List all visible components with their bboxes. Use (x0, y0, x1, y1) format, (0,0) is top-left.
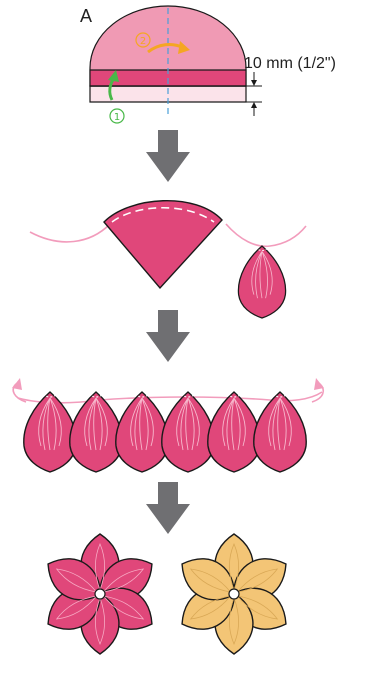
svg-text:1: 1 (114, 112, 120, 123)
flower-icon (173, 534, 296, 654)
petal-icon (24, 392, 76, 472)
petal-icon (116, 392, 168, 472)
label-a: A (80, 6, 92, 26)
flower-icon (39, 534, 162, 654)
petal-icon (238, 246, 285, 318)
down-arrow-icon (146, 130, 190, 182)
measurement-label: 10 mm (1/2") (244, 55, 336, 72)
measurement-indicator (246, 72, 262, 116)
petal-icon (254, 392, 306, 472)
petal-icon (162, 392, 214, 472)
down-arrow-icon (146, 482, 190, 534)
petal-string (12, 378, 324, 472)
fabric-half-circle: A 2 1 10 mm (1/2") (80, 6, 336, 123)
petal-icon (70, 392, 122, 472)
svg-text:2: 2 (140, 36, 146, 47)
thread (30, 224, 110, 242)
thread (226, 224, 306, 246)
petal-icon (208, 392, 260, 472)
down-arrow-icon (146, 310, 190, 362)
